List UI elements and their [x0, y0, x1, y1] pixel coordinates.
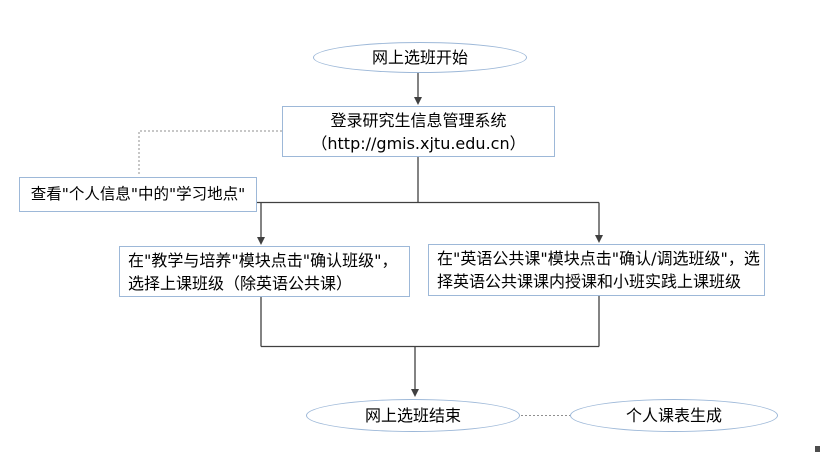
- node-start: 网上选班开始: [313, 42, 527, 73]
- arrowhead-branch-teaching: [257, 237, 265, 245]
- connector-login-check-dotted: [138, 130, 282, 176]
- node-login-line1: 登录研究生信息管理系统: [330, 110, 507, 130]
- node-teaching-line1: 在"教学与培养"模块点击"确认班级"，: [128, 250, 398, 270]
- node-end-label: 网上选班结束: [364, 406, 461, 425]
- node-english-line1: 在"英语公共课"模块点击"确认/调选班级"，选: [437, 249, 760, 268]
- node-timetable-label: 个人课表生成: [625, 406, 722, 425]
- arrowhead-start-login: [414, 97, 422, 105]
- node-login-url: （http://gmis.xjtu.edu.cn）: [311, 133, 526, 153]
- node-english-line2: 择英语公共课课内授课和小班实践上课班级: [437, 272, 742, 291]
- arrowhead-branch-english: [595, 235, 603, 243]
- node-end: 网上选班结束: [306, 399, 520, 432]
- node-login-system: 登录研究生信息管理系统 （http://gmis.xjtu.edu.cn）: [282, 106, 555, 157]
- node-teaching-line2: 选择上课班级（除英语公共课）: [128, 273, 353, 293]
- node-english-module: 在"英语公共课"模块点击"确认/调选班级"，选 择英语公共课课内授课和小班实践上…: [428, 244, 765, 296]
- corner-artifact: [815, 446, 820, 452]
- node-check-location-label: 查看"个人信息"中的"学习地点": [30, 185, 246, 203]
- node-check-location: 查看"个人信息"中的"学习地点": [19, 177, 257, 212]
- node-start-label: 网上选班开始: [371, 48, 468, 67]
- node-teaching-module: 在"教学与培养"模块点击"确认班级"， 选择上课班级（除英语公共课）: [119, 246, 410, 297]
- node-timetable: 个人课表生成: [570, 399, 778, 432]
- arrowhead-merge-end: [411, 389, 419, 397]
